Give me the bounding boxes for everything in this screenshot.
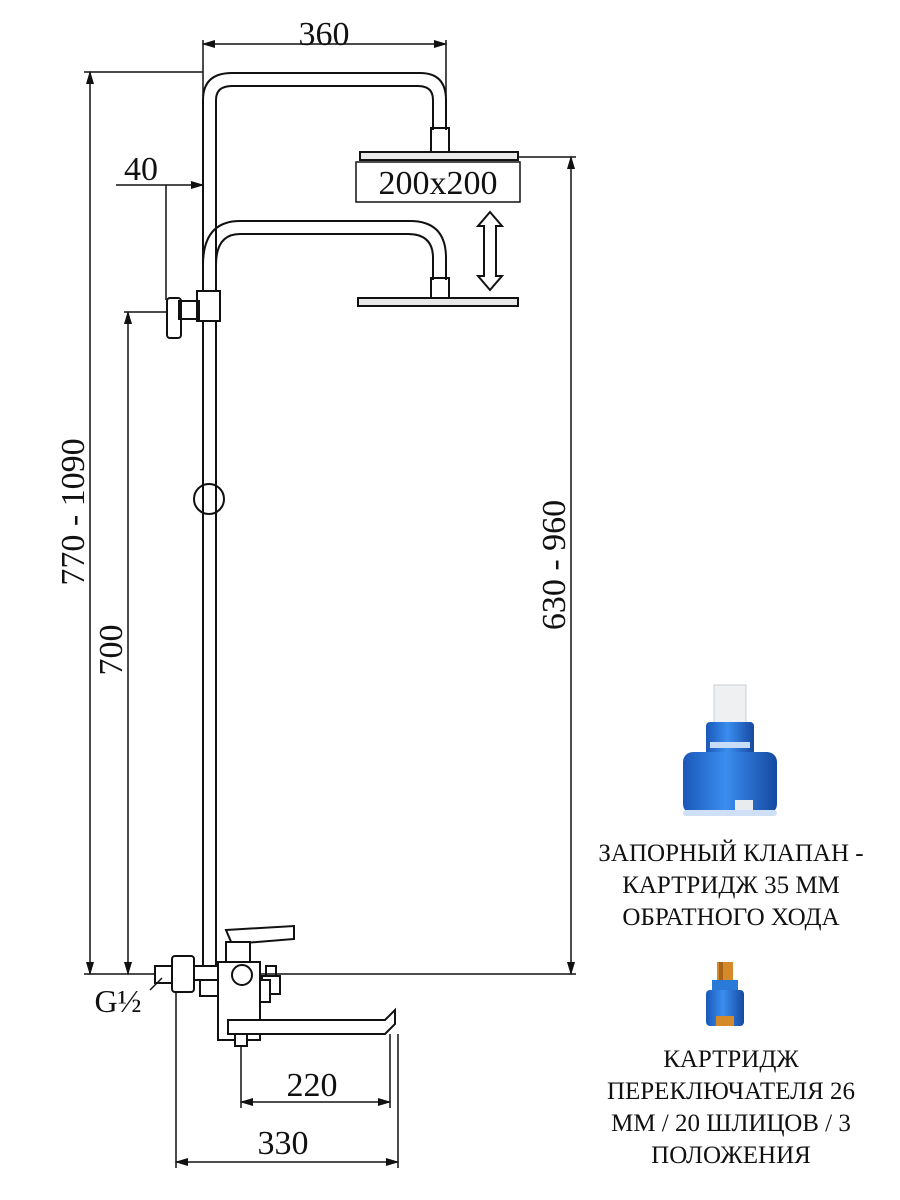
valve-caption: ЗАПОРНЫЙ КЛАПАН - КАРТРИДЖ 35 ММ ОБРАТНО… [578,838,884,934]
dim-head-height: 630 - 960 [536,500,573,630]
switch-caption-line: ММ / 20 ШЛИЦОВ / 3 [611,1110,851,1137]
adjust-arrow-icon [475,210,505,292]
cartridge-26-icon [706,962,744,1026]
shower-column [154,72,519,1047]
dim-top-width: 360 [299,16,350,53]
valve-caption-line: КАРТРИДЖ 35 ММ [622,872,840,899]
switch-caption: КАРТРИДЖ ПЕРЕКЛЮЧАТЕЛЯ 26 ММ / 20 ШЛИЦОВ… [578,1044,884,1172]
switch-caption-line: ПЕРЕКЛЮЧАТЕЛЯ 26 [606,1078,856,1105]
head-size-box [355,161,521,203]
dim-thread: G½ [94,983,141,1019]
valve-caption-line: ЗАПОРНЫЙ КЛАПАН - [598,840,864,867]
cartridge-35-icon [683,684,777,816]
dim-head-size: 200x200 [379,165,498,202]
switch-caption-line: КАРТРИДЖ [663,1046,799,1073]
dimension-lines [84,39,576,1168]
dim-wall-offset: 40 [124,151,158,188]
dim-outlet-height: 700 [93,625,130,676]
dim-mixer-length: 330 [258,1125,309,1162]
dim-total-height: 770 - 1090 [55,438,92,585]
valve-caption-line: ОБРАТНОГО ХОДА [622,904,840,931]
dim-spout-length: 220 [287,1067,338,1104]
switch-caption-line: ПОЛОЖЕНИЯ [651,1142,811,1169]
